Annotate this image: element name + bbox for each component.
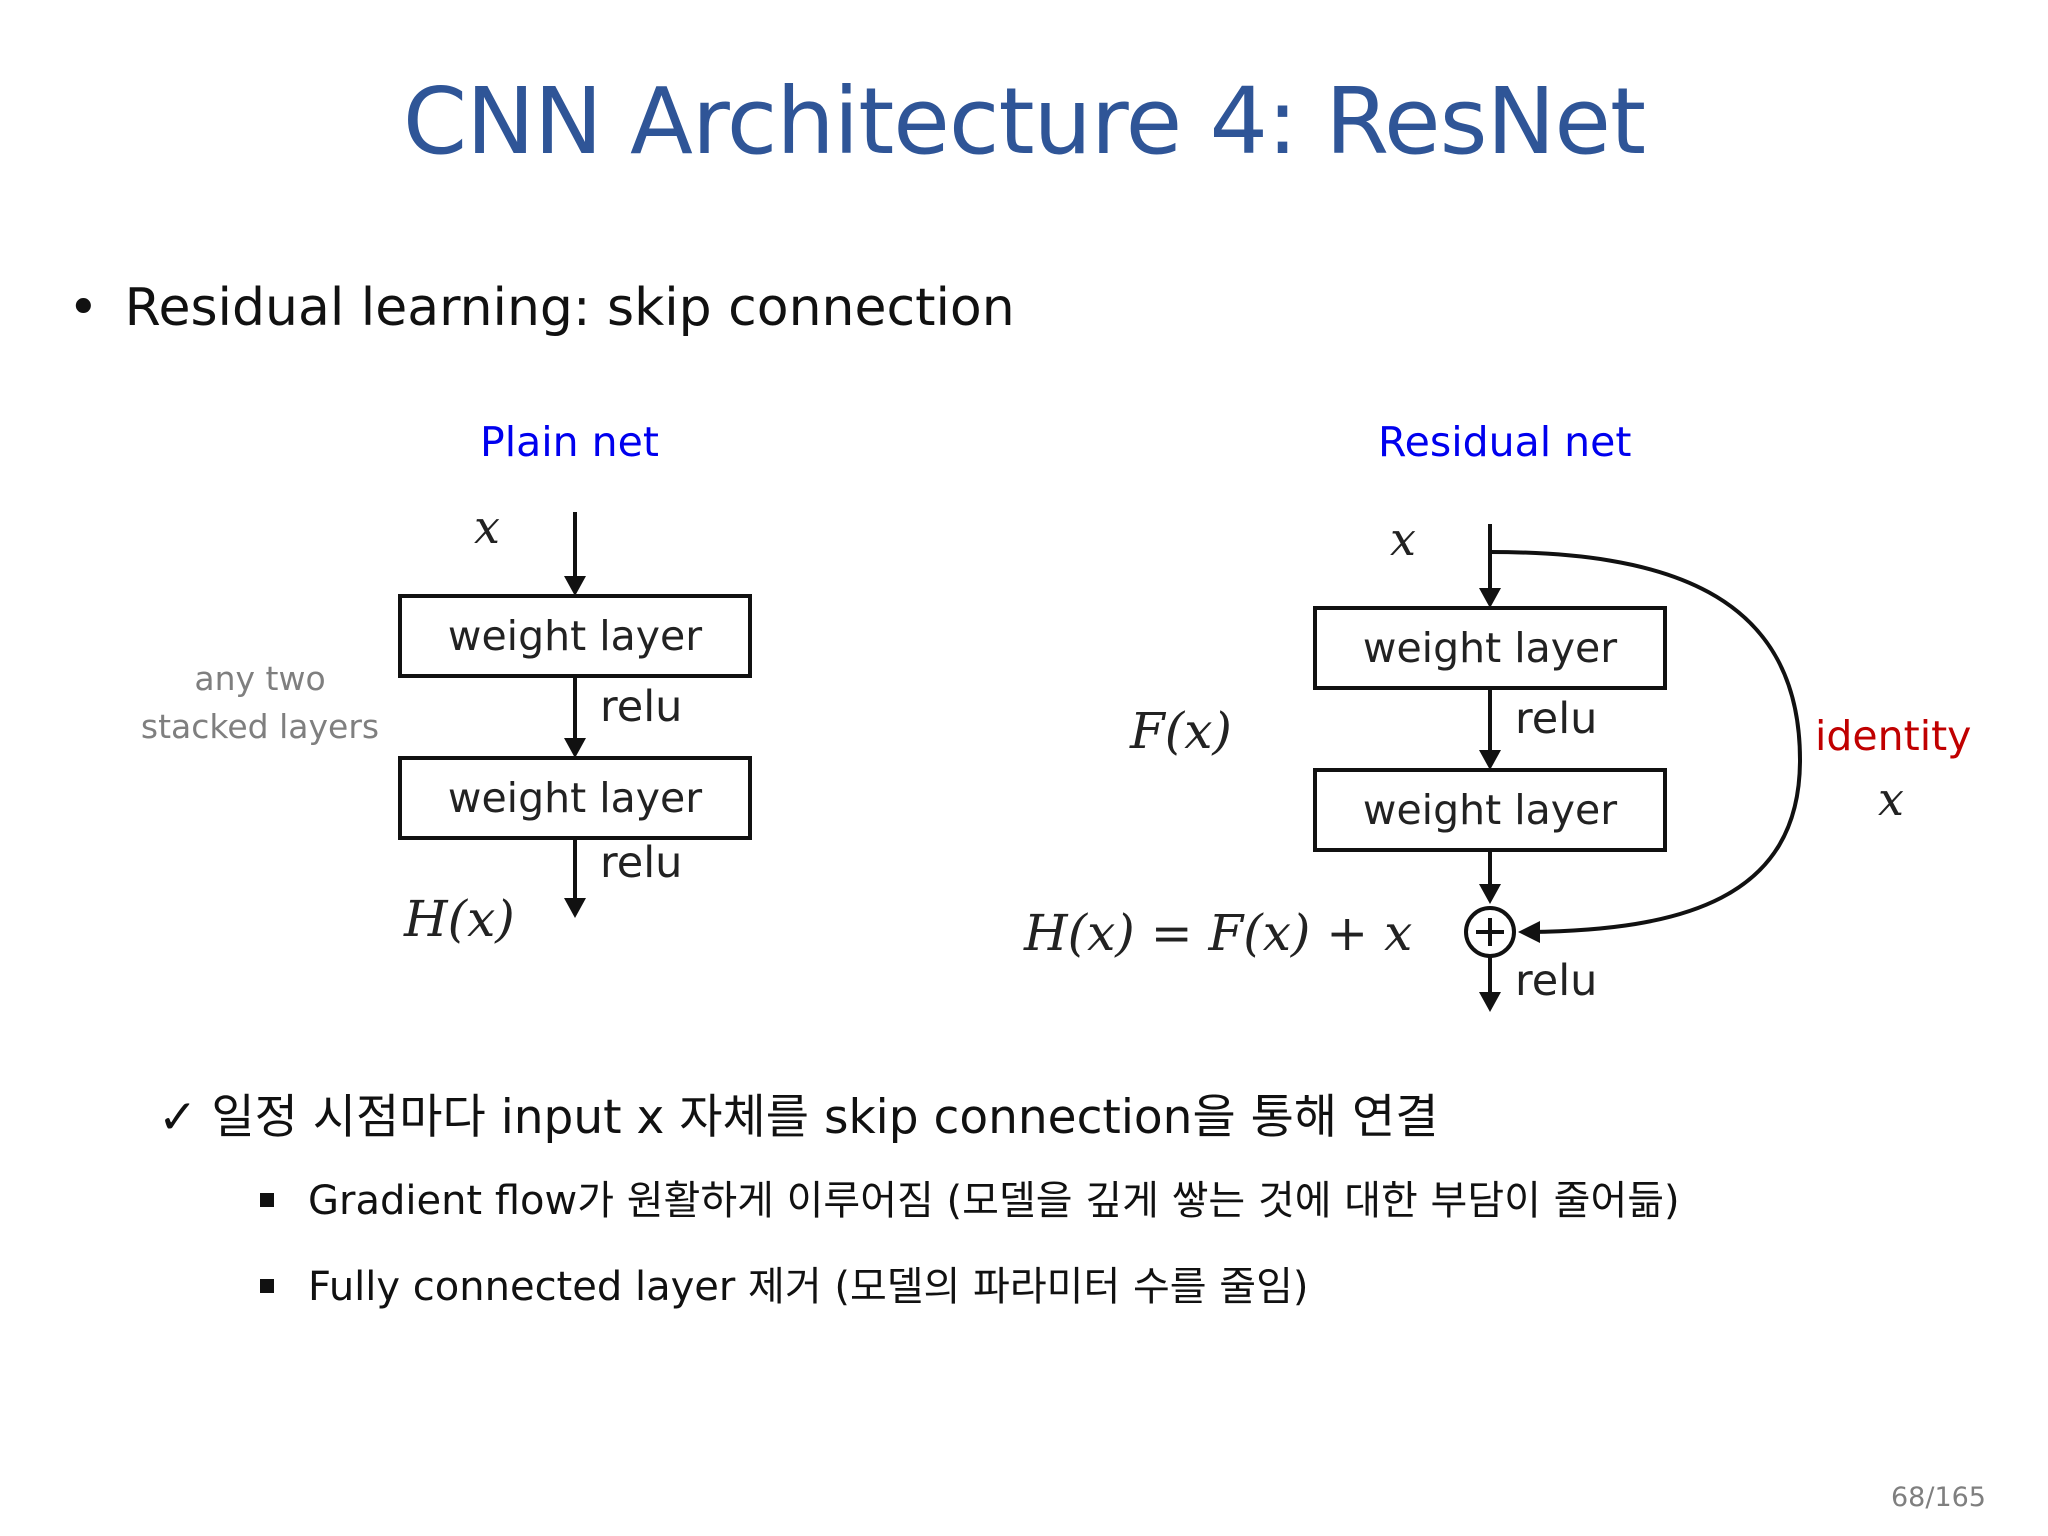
res-input-x: x (1390, 512, 1416, 566)
res-weight-layer-1: weight layer (1313, 606, 1667, 690)
sub-bullet-1: Gradient flow가 원활하게 이루어짐 (모델을 깊게 쌓는 것에 대… (260, 1168, 1680, 1226)
res-input-arrowhead (1479, 588, 1501, 608)
sub-bullet-2-text: Fully connected layer 제거 (모델의 파라미터 수를 줄임… (308, 1264, 1309, 1310)
check-icon: ✓ (158, 1090, 198, 1145)
stacked-layers-note: any two stacked layers (140, 655, 380, 751)
plain-input-arrowhead (564, 576, 586, 596)
main-bullet: • Residual learning: skip connection (68, 278, 1015, 338)
res-output-arrowhead (1479, 992, 1501, 1012)
sub-bullet-2: Fully connected layer 제거 (모델의 파라미터 수를 줄임… (260, 1254, 1309, 1312)
plain-relu-2: relu (600, 838, 683, 888)
plain-net-title: Plain net (480, 418, 659, 466)
identity-x: x (1878, 772, 1904, 826)
stacked-note-line-1: any two (194, 659, 326, 698)
plain-input-x: x (474, 500, 500, 554)
plain-relu-1: relu (600, 682, 683, 732)
page-number: 68/165 (1891, 1482, 1986, 1513)
res-weight-layer-2: weight layer (1313, 768, 1667, 852)
plain-relu2-arrowhead (564, 898, 586, 918)
res-equation: H(x) = F(x) + x (1024, 904, 1413, 962)
identity-label: identity (1815, 712, 1972, 760)
square-bullet-icon (260, 1193, 274, 1207)
residual-net-title: Residual net (1378, 418, 1632, 466)
res-fx-label: F(x) (1130, 702, 1232, 760)
res-relu1-arrowhead (1479, 750, 1501, 770)
res-relu-1: relu (1515, 694, 1598, 744)
check-note: ✓일정 시점마다 input x 자체를 skip connection을 통해… (158, 1078, 1439, 1147)
residual-net-arrows (1464, 524, 1803, 1012)
res-relu-out: relu (1515, 956, 1598, 1006)
bullet-dot: • (68, 278, 99, 338)
res-layer2-arrowhead (1479, 884, 1501, 904)
check-note-text: 일정 시점마다 input x 자체를 skip connection을 통해 … (211, 1090, 1439, 1145)
slide-title: CNN Architecture 4: ResNet (402, 68, 1646, 175)
plain-net-arrows (564, 512, 586, 918)
sub-bullet-1-text: Gradient flow가 원활하게 이루어짐 (모델을 깊게 쌓는 것에 대… (308, 1178, 1680, 1224)
stacked-note-line-2: stacked layers (140, 707, 380, 746)
square-bullet-icon (260, 1279, 274, 1293)
plain-output-hx: H(x) (404, 890, 515, 948)
plain-relu1-arrowhead (564, 738, 586, 758)
identity-arrowhead (1518, 921, 1540, 943)
plain-weight-layer-2: weight layer (398, 756, 752, 840)
identity-skip-curve (1489, 550, 1803, 934)
plain-weight-layer-1: weight layer (398, 594, 752, 678)
main-bullet-text: Residual learning: skip connection (124, 278, 1015, 338)
